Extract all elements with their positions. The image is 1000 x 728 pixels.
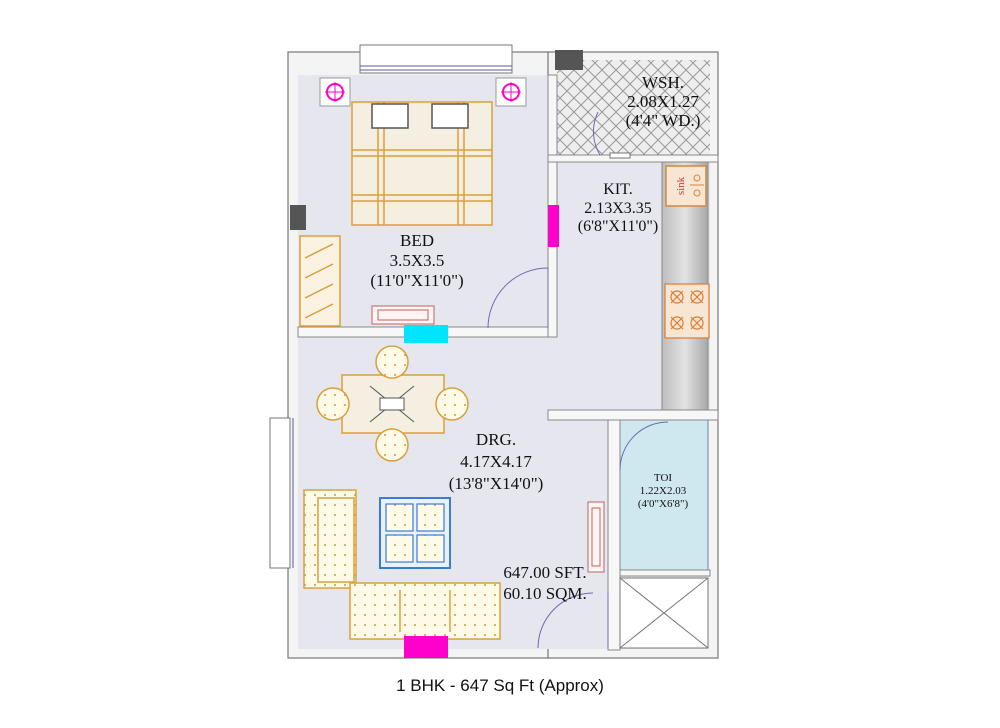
main-door-swing xyxy=(537,592,594,649)
duct-shaft xyxy=(619,577,709,649)
kit-label: KIT. 2.13X3.35 (6'8"X11'0") xyxy=(578,181,658,235)
lamp-icon xyxy=(319,77,351,107)
toilet-door-swing xyxy=(619,421,669,471)
dresser xyxy=(371,305,435,325)
wash-tiles xyxy=(557,60,710,155)
wsh-imperial: (4'4" WD.) xyxy=(626,111,701,130)
bed-label: BED 3.5X3.5 (11'0"X11'0") xyxy=(370,231,463,290)
bed-size: 3.5X3.5 xyxy=(390,251,445,270)
toi-imperial: (4'0"X6'8") xyxy=(638,498,689,510)
column-left xyxy=(290,205,306,230)
area-sft: 647.00 SFT. xyxy=(503,563,586,582)
wash-sill xyxy=(609,152,631,159)
toi-label: TOI 1.22X2.03 (4'0"X6'8") xyxy=(638,472,689,510)
sofa-l xyxy=(303,489,357,589)
floor-plan: sink WSH. xyxy=(269,44,719,659)
wsh-size: 2.08X1.27 xyxy=(627,92,699,111)
opening-marker xyxy=(404,325,448,343)
drawing-window xyxy=(269,417,294,569)
door-swing xyxy=(487,267,549,329)
kit-size: 2.13X3.35 xyxy=(584,200,652,217)
main-door-marker xyxy=(404,636,448,658)
wardrobe xyxy=(299,235,341,327)
wsh-name: WSH. xyxy=(642,73,684,92)
dining-set xyxy=(316,345,469,462)
bed-imperial: (11'0"X11'0") xyxy=(370,271,463,290)
sink-label: sink xyxy=(675,176,687,195)
bed-name: BED xyxy=(400,231,434,250)
tv-unit xyxy=(587,501,605,573)
wash-door-swing xyxy=(592,111,601,156)
toi-name: TOI xyxy=(654,472,672,484)
kit-name: KIT. xyxy=(603,181,632,198)
sofa-bottom xyxy=(349,582,501,640)
drg-size: 4.17X4.17 xyxy=(460,452,532,471)
area-label: 647.00 SFT. 60.10 SQM. xyxy=(503,563,587,603)
sink-icon xyxy=(665,165,707,207)
double-bed xyxy=(351,101,493,226)
plan-caption: 1 BHK - 647 Sq Ft (Approx) xyxy=(396,676,604,695)
kitchen-door-marker xyxy=(548,205,559,247)
drg-label: DRG. 4.17X4.17 (13'8"X14'0") xyxy=(449,430,544,493)
column xyxy=(555,50,583,70)
wsh-label: WSH. 2.08X1.27 (4'4" WD.) xyxy=(626,73,701,130)
hob-icon xyxy=(664,283,710,339)
drg-imperial: (13'8"X14'0") xyxy=(449,474,544,493)
area-sqm: 60.10 SQM. xyxy=(503,584,587,603)
drg-name: DRG. xyxy=(476,430,516,449)
toi-size: 1.22X2.03 xyxy=(640,485,687,497)
bed-window xyxy=(359,44,513,74)
center-table xyxy=(379,497,451,569)
lamp-icon xyxy=(495,77,527,107)
kit-imperial: (6'8"X11'0") xyxy=(578,218,658,235)
